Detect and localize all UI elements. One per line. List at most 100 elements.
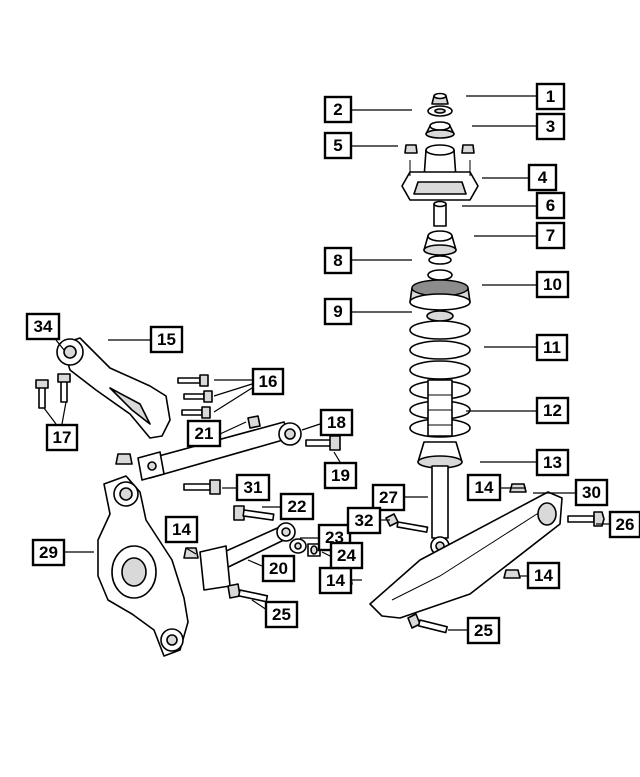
part-spring-seat	[409, 269, 471, 311]
callout-label: 1	[546, 87, 555, 106]
callout-label: 14	[172, 520, 191, 539]
callout-label: 9	[333, 302, 342, 321]
part-spacer	[428, 255, 452, 265]
callout-14-top: 14	[466, 473, 502, 502]
callout-label: 16	[259, 372, 278, 391]
callout-21: 21	[186, 419, 222, 448]
callout-label: 6	[546, 196, 555, 215]
callout-label: 11	[543, 338, 561, 357]
callout-label: 30	[582, 483, 601, 502]
part-mount-nut	[404, 144, 475, 154]
part-toe-link	[137, 421, 302, 481]
callout-label: 14	[326, 571, 345, 590]
part-bolts-17	[35, 373, 71, 409]
callout-label: 3	[546, 117, 555, 136]
callout-19: 19	[323, 461, 358, 490]
part-top-nut	[431, 92, 449, 105]
callout-29: 29	[31, 538, 66, 567]
callout-8: 8	[323, 246, 353, 275]
callout-label: 8	[333, 251, 342, 270]
callout-27: 27	[371, 483, 406, 512]
callout-label: 34	[34, 317, 53, 336]
callout-label: 31	[244, 478, 263, 497]
callout-label: 15	[157, 330, 176, 349]
callout-14-middle: 14	[318, 566, 353, 595]
callout-11: 11	[535, 333, 569, 362]
callout-label: 26	[616, 515, 635, 534]
part-bolt-25-left	[227, 583, 269, 603]
callout-label: 32	[355, 511, 374, 530]
callout-label: 2	[333, 100, 342, 119]
callout-26: 26	[608, 510, 640, 539]
callout-label: 21	[195, 424, 214, 443]
part-upper-mount	[401, 144, 479, 201]
part-bolt-32	[385, 513, 429, 533]
part-sleeve	[433, 200, 447, 227]
callout-label: 24	[337, 546, 356, 565]
callout-13: 13	[535, 448, 570, 477]
callout-label: 14	[534, 566, 553, 585]
part-knuckle	[97, 475, 189, 657]
callout-17: 17	[45, 423, 79, 452]
leader-lines	[43, 95, 610, 631]
part-shock-absorber	[430, 465, 450, 556]
callout-14-left: 14	[164, 515, 199, 544]
callout-label: 13	[543, 453, 562, 472]
callout-label: 22	[288, 497, 307, 516]
part-dust-boot	[427, 379, 453, 437]
callout-1: 1	[535, 82, 566, 111]
callout-14-right: 14	[526, 561, 561, 590]
callout-label: 18	[327, 413, 346, 432]
part-bolt-22	[233, 505, 275, 521]
part-lower-spring-isolator	[417, 441, 463, 469]
callout-label: 7	[546, 226, 555, 245]
callout-3: 3	[535, 112, 566, 141]
callout-2: 2	[323, 95, 353, 124]
callout-32: 32	[346, 506, 382, 535]
callout-label: 19	[331, 466, 350, 485]
callout-label: 17	[53, 428, 72, 447]
part-lower-control-arm	[369, 491, 563, 619]
callout-18: 18	[319, 408, 354, 437]
callout-7: 7	[535, 221, 566, 250]
part-bolt-25-right	[407, 613, 448, 634]
part-lower-insulator	[426, 310, 454, 322]
callout-label: 14	[475, 478, 494, 497]
part-upper-control-arm	[56, 337, 171, 439]
callout-25-left: 25	[264, 600, 299, 629]
callout-16: 16	[251, 367, 285, 396]
callout-label: 4	[538, 168, 548, 187]
callout-20: 20	[261, 554, 296, 583]
callout-9: 9	[323, 297, 353, 326]
callout-label: 20	[269, 559, 288, 578]
callout-15: 15	[149, 325, 184, 354]
callout-12: 12	[535, 396, 570, 425]
callout-5: 5	[323, 131, 353, 160]
callout-4: 4	[527, 163, 558, 192]
part-jounce-bumper	[423, 230, 457, 256]
callout-label: 27	[379, 488, 398, 507]
part-bolt-19	[305, 435, 341, 451]
part-bushing-23	[289, 538, 307, 554]
part-lateral-link	[199, 522, 296, 591]
callout-label: 25	[474, 621, 493, 640]
callout-label: 25	[272, 605, 291, 624]
callout-24: 24	[329, 541, 364, 570]
callout-label: 10	[543, 275, 562, 294]
callout-22: 22	[279, 492, 315, 521]
callout-6: 6	[535, 191, 566, 220]
part-bolts-16	[177, 374, 213, 419]
part-upper-isolator	[425, 121, 455, 139]
callout-label: 5	[333, 136, 342, 155]
callout-label: 12	[543, 401, 562, 420]
part-bolt-26	[567, 511, 605, 527]
callout-10: 10	[535, 270, 570, 299]
callout-30: 30	[574, 478, 609, 507]
callout-31: 31	[235, 473, 271, 502]
part-washer	[427, 105, 453, 117]
callout-label: 29	[39, 543, 58, 562]
callout-34: 34	[25, 312, 61, 341]
part-nut-21	[247, 415, 261, 429]
callout-25-right: 25	[466, 616, 501, 645]
